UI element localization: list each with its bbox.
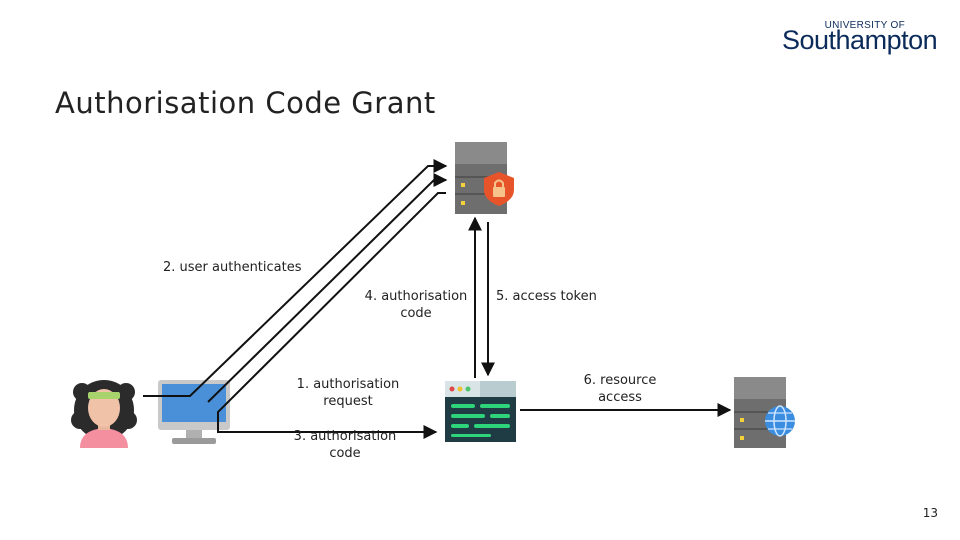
logo-big-text: Southampton [782,25,938,55]
user-avatar-icon [71,380,137,448]
label-user-authenticates: 2. user authenticates [163,260,302,275]
label-authorisation-code-3: 3. authorisation code [285,428,405,462]
label-line: access [598,390,642,405]
label-line: 6. resource [583,373,657,388]
arrow-authorisation-request [143,159,448,397]
label-authorisation-request: 1. authorisation request [288,376,408,410]
client-app-window-icon [445,381,516,442]
label-line: 3. authorisation [293,429,397,444]
logo-small-text: UNIVERSITY OF [824,20,905,31]
label-authorisation-code-4: 4. authorisation code [356,288,476,322]
page-number: 13 [922,506,938,520]
label-line: request [323,394,373,409]
university-logo: UNIVERSITY OF Southampton [782,20,938,60]
desktop-computer-icon [158,380,230,444]
label-line: code [329,446,361,461]
globe-icon [765,405,795,437]
lock-shield-icon [484,172,514,206]
label-line: 4. authorisation [364,289,468,304]
label-line: code [400,306,432,321]
arrow-authorisation-code-3 [217,192,446,439]
arrow-user-authenticates [207,173,448,403]
label-access-token: 5. access token [496,289,597,304]
label-line: 1. authorisation [296,377,400,392]
label-resource-access: 6. resource access [570,372,670,406]
page-title: Authorisation Code Grant [55,86,436,120]
resource-server-icon [734,377,786,448]
